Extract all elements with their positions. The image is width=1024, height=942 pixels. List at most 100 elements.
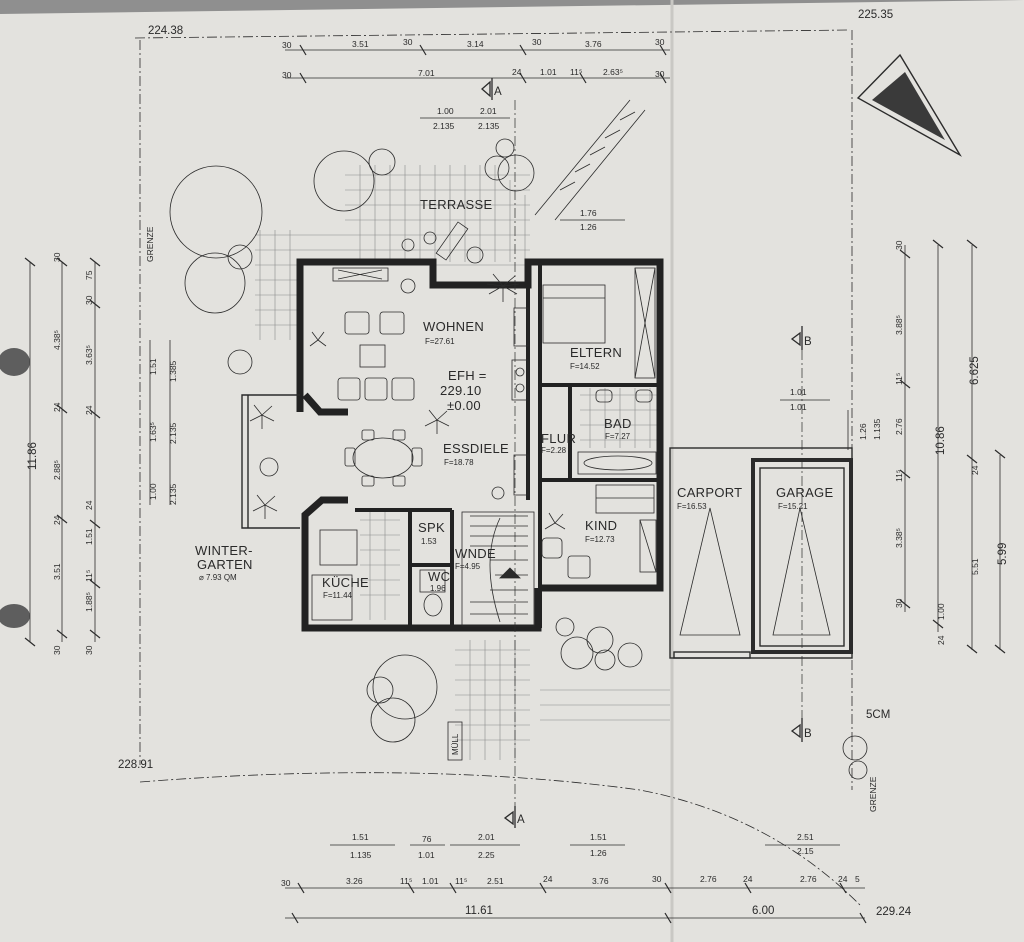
room-wintergarten-line2: GARTEN bbox=[197, 557, 253, 572]
top-dimensions: 30 3.51 30 3.14 30 3.76 30 30 7.01 24 1.… bbox=[282, 37, 665, 232]
dimension-label: 1.26 bbox=[858, 423, 868, 440]
dimension-label: 24 bbox=[970, 465, 980, 475]
room-wintergarten-area: ⌀ 7.93 QM bbox=[199, 573, 237, 582]
dimension-label: 3.38⁵ bbox=[894, 528, 904, 548]
binder-hole bbox=[0, 348, 30, 376]
room-spk-area: 1.53 bbox=[421, 537, 437, 546]
dimension-label: 11⁵ bbox=[570, 67, 582, 77]
dimension-label: 30 bbox=[84, 295, 94, 305]
dimension-label: 2.135 bbox=[168, 422, 178, 444]
level-bottom-left: 228.91 bbox=[118, 759, 153, 771]
dimension-label: 5 bbox=[855, 874, 860, 884]
dimension-label: 1.00 bbox=[148, 483, 158, 500]
dimension-label: 1.88⁵ bbox=[84, 592, 94, 612]
dimension-label: 2.76 bbox=[700, 874, 717, 884]
dimension-label: 11⁵ bbox=[455, 876, 467, 886]
dimension-label: 11⁵ bbox=[894, 470, 904, 482]
left-dimensions: 11.86 30 4.38⁵ 24 2.88⁵ 24 3.51 30 75 30… bbox=[27, 252, 178, 655]
boundary-label-left: GRENZE bbox=[145, 226, 155, 262]
dimension-label: 11⁵ bbox=[894, 373, 904, 385]
dimension-label: 30 bbox=[52, 645, 62, 655]
dimension-label: 30 bbox=[652, 874, 662, 884]
dimension-label: 1.135 bbox=[350, 850, 372, 860]
dimension-label: 30 bbox=[403, 37, 413, 47]
dimension-label: 11⁵ bbox=[84, 570, 94, 582]
room-kind-area: F=12.73 bbox=[585, 535, 615, 544]
dimension-label: 24 bbox=[838, 874, 848, 884]
dimension-label: 2.63⁵ bbox=[603, 67, 623, 77]
dimension-label: 24 bbox=[52, 402, 62, 412]
dimension-label: 30 bbox=[84, 645, 94, 655]
room-wnde: WNDE bbox=[455, 546, 496, 561]
room-terrasse: TERRASSE bbox=[420, 197, 493, 212]
dimension-label: 30 bbox=[282, 70, 292, 80]
dimension-label: 2.76 bbox=[894, 418, 904, 435]
muell-label: MÜLL bbox=[451, 733, 460, 755]
room-spk: SPK bbox=[418, 520, 445, 535]
room-labels: TERRASSE WOHNEN F=27.61 ELTERN F=14.52 E… bbox=[195, 197, 833, 755]
dimension-label: 76 bbox=[422, 834, 432, 844]
room-garage: GARAGE bbox=[776, 485, 833, 500]
section-labels: A A B B 5CM bbox=[494, 86, 890, 826]
room-garage-area: F=15.21 bbox=[778, 502, 808, 511]
dimension-label: 11.86 bbox=[27, 442, 39, 470]
dimension-label: 2.135 bbox=[168, 483, 178, 505]
dimension-label: 1.51 bbox=[148, 358, 158, 375]
dimension-label: 24 bbox=[512, 67, 522, 77]
section-markers bbox=[481, 78, 803, 828]
room-wc: WC bbox=[428, 569, 450, 584]
room-flur-area: F=2.28 bbox=[541, 446, 567, 455]
dimension-label: 30 bbox=[532, 37, 542, 47]
dimension-label: 1.01 bbox=[540, 67, 557, 77]
total-house-width: 11.61 bbox=[465, 905, 493, 917]
right-dimensions: 10.86 6.625 5.99 5.51 24 30 3.88⁵ 11⁵ 2.… bbox=[790, 240, 1009, 645]
room-flur: FLUR bbox=[541, 431, 576, 446]
dimension-label: 30 bbox=[655, 37, 665, 47]
dimension-label: 10.86 bbox=[935, 426, 947, 455]
dimension-label: 1.51 bbox=[84, 528, 94, 545]
dimension-label: 24 bbox=[84, 500, 94, 510]
room-kind: KIND bbox=[585, 518, 617, 533]
dimension-label: 1.26 bbox=[580, 222, 597, 232]
dimension-label: 24 bbox=[84, 405, 94, 415]
dimension-label: 1.01 bbox=[790, 402, 807, 412]
dimension-label: 1.76 bbox=[580, 208, 597, 218]
level-labels: 224.38 225.35 228.91 229.24 bbox=[118, 9, 912, 918]
dimension-label: 2.135 bbox=[478, 121, 500, 131]
car-outline bbox=[679, 507, 831, 636]
dimension-label: 3.76 bbox=[592, 876, 609, 886]
room-wc-area: 1.96 bbox=[430, 584, 446, 593]
section-a-top: A bbox=[494, 86, 502, 98]
bottom-dimensions: 1.51 1.135 76 1.01 2.01 2.25 1.51 1.26 2… bbox=[281, 832, 860, 917]
plant-symbols bbox=[249, 273, 566, 530]
dimension-label: 1.01 bbox=[418, 850, 435, 860]
dimension-label: 1.135 bbox=[872, 418, 882, 440]
dimension-label: 30 bbox=[282, 40, 292, 50]
section-b-top: B bbox=[804, 336, 812, 348]
room-kueche-area: F=11.44 bbox=[323, 591, 353, 600]
room-bad: BAD bbox=[604, 416, 632, 431]
dimension-label: 3.88⁵ bbox=[894, 315, 904, 335]
binder-hole bbox=[0, 604, 30, 628]
room-wintergarten-line1: WINTER- bbox=[195, 543, 253, 558]
dimension-label: 2.51 bbox=[487, 876, 504, 886]
room-eltern: ELTERN bbox=[570, 345, 622, 360]
level-bottom-right: 229.24 bbox=[876, 906, 912, 918]
dimension-label: 2.25 bbox=[478, 850, 495, 860]
dimension-label: 1.385 bbox=[168, 360, 178, 382]
level-top-right: 225.35 bbox=[858, 9, 893, 21]
dimension-label: 2.76 bbox=[800, 874, 817, 884]
dimension-label: 1.51 bbox=[590, 832, 607, 842]
room-wohnen: WOHNEN bbox=[423, 319, 484, 334]
dimension-label: 2.135 bbox=[433, 121, 455, 131]
dimension-label: 3.14 bbox=[467, 39, 484, 49]
dimension-label: 1.26 bbox=[590, 848, 607, 858]
dimension-label: 30 bbox=[894, 598, 904, 608]
efh-zero: ±0.00 bbox=[447, 398, 481, 413]
room-essdiele-area: F=18.78 bbox=[444, 458, 474, 467]
garden-trees bbox=[169, 138, 868, 780]
kitchen-floor-tiles bbox=[360, 388, 660, 620]
dimension-label: 2.01 bbox=[480, 106, 497, 116]
dimension-label: 24 bbox=[936, 635, 946, 645]
